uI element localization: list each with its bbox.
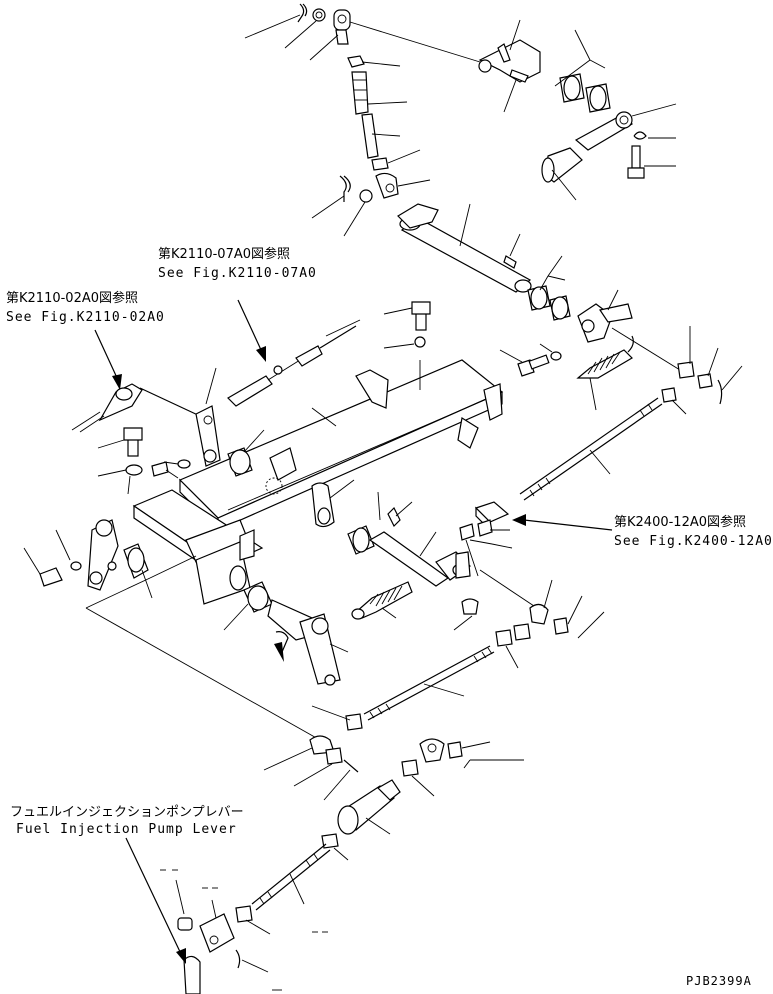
upper-linkage <box>244 3 743 405</box>
lower-linkage <box>125 738 524 994</box>
ref-k2110-02a0-en: See Fig.K2110-02A0 <box>6 310 165 325</box>
ref-k2110-07a0-en: See Fig.K2110-07A0 <box>158 266 317 281</box>
main-frame <box>132 301 504 605</box>
ref-k2110-07a0-jp: 第K2110-07A0図参照 <box>158 247 291 262</box>
left-linkage <box>23 299 361 741</box>
drawing-code: PJB2399A <box>686 974 752 988</box>
right-linkage <box>459 335 687 549</box>
dash-marks <box>160 869 328 933</box>
ref-k2400-12a0-jp: 第K2400-12A0図参照 <box>614 515 747 530</box>
fuel-lever-label-jp: フュエルインジェクションポンプレバー <box>10 805 244 820</box>
ref-k2400-12a0-en: See Fig.K2400-12A0 <box>614 534 773 549</box>
middle-linkage <box>223 491 605 801</box>
ref-k2110-02a0-jp: 第K2110-02A0図参照 <box>6 291 139 306</box>
fuel-lever-label-en: Fuel Injection Pump Lever <box>16 822 237 837</box>
